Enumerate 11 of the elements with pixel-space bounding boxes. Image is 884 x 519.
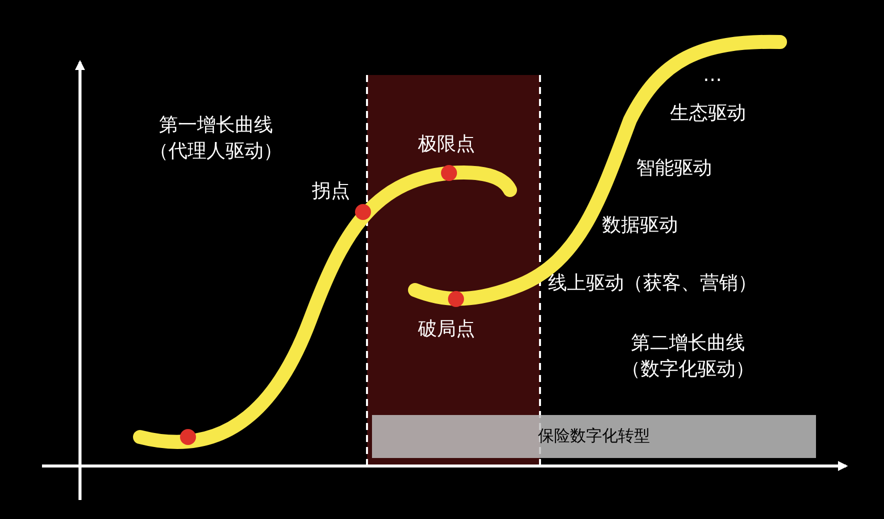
stage-label: 生态驱动 xyxy=(670,101,746,126)
stage-label: 数据驱动 xyxy=(602,213,678,238)
stage-label: 智能驱动 xyxy=(636,156,712,181)
curve-label: 第二增长曲线（数字化驱动） xyxy=(620,331,756,382)
point-label: 拐点 xyxy=(312,179,350,204)
point-label: 极限点 xyxy=(418,132,475,157)
stage-label: 线上驱动（获客、营销） xyxy=(548,271,757,296)
ellipsis-text: … xyxy=(703,63,722,88)
curve-label: 第一增长曲线（代理人驱动） xyxy=(148,113,284,164)
point-label: 破局点 xyxy=(418,317,475,342)
banner-box: 保险数字化转型 xyxy=(372,415,816,458)
